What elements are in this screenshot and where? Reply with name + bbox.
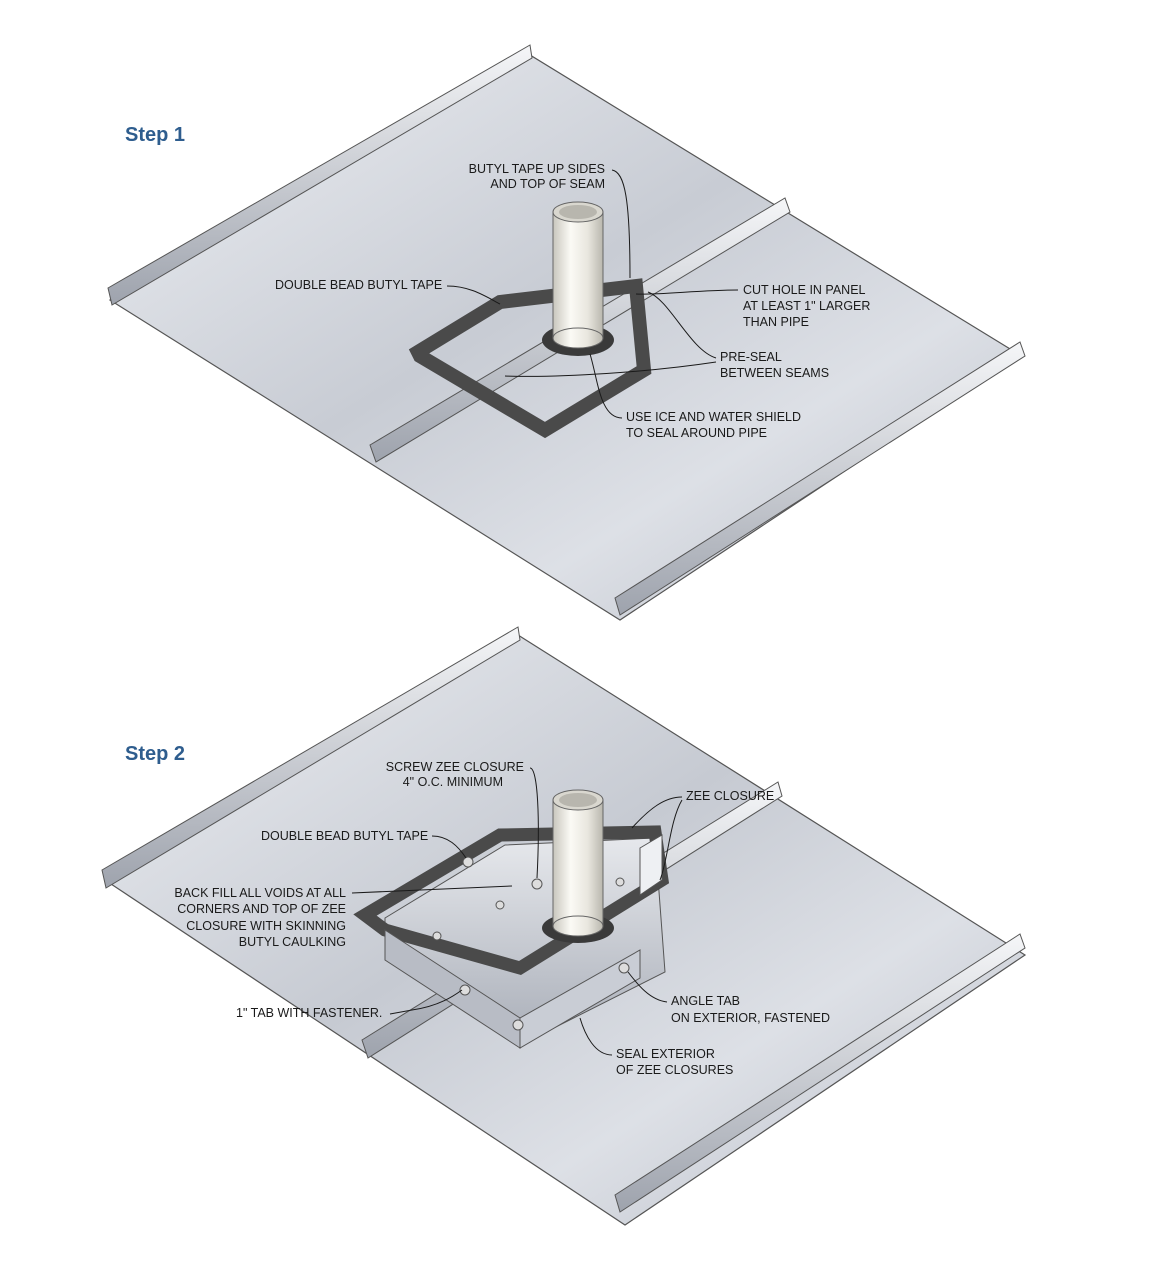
standing-seam-left — [101, 626, 521, 889]
callout-line: DOUBLE BEAD BUTYL TAPE — [261, 829, 428, 843]
callout-line: DOUBLE BEAD BUTYL TAPE — [275, 278, 442, 292]
callout-line: BACK FILL ALL VOIDS AT ALL — [174, 886, 346, 900]
callout-line: THAN PIPE — [743, 315, 809, 329]
callout-line: SEAL EXTERIOR — [616, 1047, 715, 1061]
callout-line: PRE-SEAL — [720, 350, 782, 364]
callout-butyl-tape-up-sides: BUTYL TAPE UP SIDES AND TOP OF SEAM — [469, 162, 631, 279]
callout-line: AND TOP OF SEAM — [490, 177, 605, 191]
callout-line: OF ZEE CLOSURES — [616, 1063, 733, 1077]
callout-line: 1" TAB WITH FASTENER. — [236, 1006, 382, 1020]
callout-line: ZEE CLOSURE — [686, 789, 774, 803]
step-2-diagram: SCREW ZEE CLOSURE 4" O.C. MINIMUM ZEE CL… — [101, 626, 1027, 1226]
callout-ice-water-shield: USE ICE AND WATER SHIELD TO SEAL AROUND … — [589, 353, 801, 440]
callout-double-bead-butyl-tape: DOUBLE BEAD BUTYL TAPE — [261, 829, 467, 859]
callout-line: CUT HOLE IN PANEL — [743, 283, 866, 297]
standing-seam-right — [614, 341, 1026, 616]
callout-line: BUTYL CAULKING — [239, 935, 346, 949]
callout-line: SCREW ZEE CLOSURE — [386, 760, 524, 774]
standing-seam-left — [107, 44, 533, 306]
callout-double-bead-butyl-tape: DOUBLE BEAD BUTYL TAPE — [275, 278, 501, 305]
fasteners — [432, 856, 630, 1031]
callout-line: CLOSURE WITH SKINNING — [186, 919, 346, 933]
callout-line: BETWEEN SEAMS — [720, 366, 829, 380]
svg-text:AND TOP OF SEAM: AND TOP OF SEAM — [490, 177, 605, 191]
callout-tab-with-fastener: 1" TAB WITH FASTENER. — [236, 989, 463, 1020]
pipe — [552, 201, 604, 349]
callout-pre-seal: PRE-SEAL BETWEEN SEAMS — [504, 291, 829, 380]
callout-seal-exterior: SEAL EXTERIOR OF ZEE CLOSURES — [579, 1017, 733, 1077]
butyl-tape-ring — [408, 278, 652, 439]
callout-line: 4" O.C. MINIMUM — [403, 775, 503, 789]
step-1-title: Step 1 — [125, 124, 186, 146]
pipe — [552, 789, 604, 937]
callout-line: USE ICE AND WATER SHIELD — [626, 410, 801, 424]
callout-angle-tab: ANGLE TAB ON EXTERIOR, FASTENED — [627, 971, 830, 1025]
callout-zee-closure: ZEE CLOSURE — [631, 789, 774, 881]
callout-line: ANGLE TAB — [671, 994, 740, 1008]
callout-line: ON EXTERIOR, FASTENED — [671, 1011, 830, 1025]
callout-cut-hole: CUT HOLE IN PANEL AT LEAST 1" LARGER THA… — [635, 283, 870, 329]
callout-back-fill: BACK FILL ALL VOIDS AT ALL CORNERS AND T… — [174, 885, 513, 949]
callout-line: CORNERS AND TOP OF ZEE — [177, 902, 346, 916]
step-2-title: Step 2 — [125, 743, 186, 765]
callout-line: AT LEAST 1" LARGER — [743, 299, 870, 313]
step-1-diagram: BUTYL TAPE UP SIDES AND TOP OF SEAM DOUB… — [107, 44, 1026, 621]
callout-screw-zee-closure: SCREW ZEE CLOSURE 4" O.C. MINIMUM — [386, 760, 539, 879]
callout-line: TO SEAL AROUND PIPE — [626, 426, 767, 440]
svg-text:BUTYL TAPE UP SIDES: BUTYL TAPE UP SIDES — [469, 162, 605, 176]
standing-seam-right — [614, 933, 1026, 1213]
callout-line: BUTYL TAPE UP SIDES — [469, 162, 605, 176]
